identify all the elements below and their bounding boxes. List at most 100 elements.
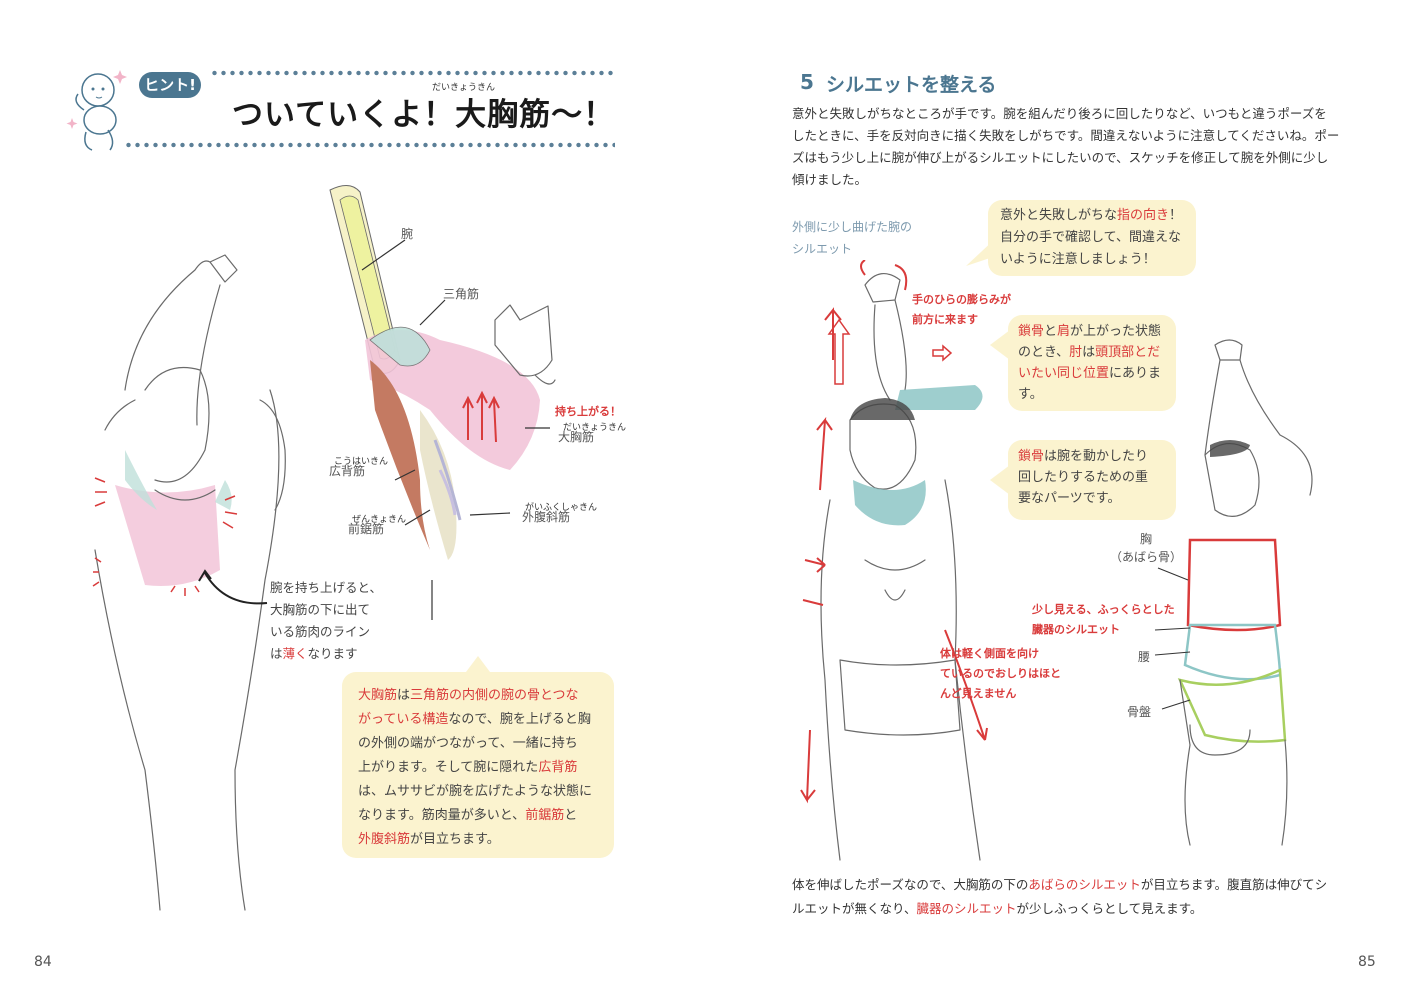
stretching-figure-center (800, 260, 988, 861)
page-number-left: 84 (34, 954, 52, 970)
highlight-text: 肩 (1057, 324, 1071, 339)
footer-text: 体を伸ばしたポーズなので、大胸筋の下のあばらのシルエットが目立ちます。腹直筋は伸… (792, 873, 1352, 921)
ruby-kohaikin: こうはいきん (334, 457, 389, 467)
text-segment: の外側の端がつながって、一緒に持ち (358, 736, 578, 751)
page-number-right: 85 (1358, 954, 1376, 970)
ruby-daikyokin: だいきょうきん (563, 423, 627, 433)
text-line: 意外と失敗しがちな指の向き！ (1000, 205, 1184, 227)
bubble-tail-2 (990, 330, 1010, 360)
text-segment: は (397, 688, 411, 703)
text-segment: にありま (1109, 366, 1162, 381)
caption-pointer-icon (198, 569, 268, 605)
anatomy-diagram (329, 185, 556, 620)
highlight-text: いたい同じ位置 (1018, 366, 1110, 381)
baby-mascot-icon (66, 70, 127, 151)
highlight-text: 鎖骨 (1018, 449, 1045, 464)
section-title: シルエットを整える (826, 74, 997, 96)
text-line: いように注意しましょう！ (1000, 249, 1184, 271)
text-line: 自分の手で確認して、間違えな (1000, 227, 1184, 249)
label-zenkyokin: 前鋸筋 (348, 522, 385, 536)
text-segment: なります。筋肉量が多いと、 (358, 808, 526, 823)
section-number: 5 (800, 70, 814, 94)
title-ruby: だいきょうきん (432, 83, 496, 93)
highlight-text: 外腹斜筋 (358, 832, 411, 847)
text-line: のとき、肘は頭頂部とだ (1018, 342, 1166, 363)
page-title: ついていくよ！大胸筋～！ (232, 97, 616, 133)
text-segment: 要なパーツです。 (1018, 491, 1121, 506)
label-mune: 胸 (1140, 532, 1153, 546)
text-line: なります。筋肉量が多いと、前鋸筋と (358, 804, 598, 828)
text-segment: は (1082, 345, 1096, 360)
highlight-text: 前鋸筋 (525, 808, 565, 823)
title-dots-bottom (124, 142, 615, 148)
text-segment: なので、腕を上げると胸 (448, 712, 591, 727)
text-segment: は腕を動かしたり (1044, 449, 1149, 464)
text-segment: ルエットが無くなり、 (792, 901, 917, 916)
text-segment: と (1044, 324, 1058, 339)
label-sankakukin: 三角筋 (443, 287, 480, 301)
text-segment: が目立ちます。 (410, 832, 500, 847)
text-line: 上がります。そして腕に隠れた広背筋 (358, 756, 598, 780)
text-line: 外腹斜筋が目立ちます。 (358, 828, 598, 852)
ruby-gaifukushakin: がいふくしゃきん (525, 503, 598, 513)
text-line: 鎖骨は腕を動かしたり (1018, 446, 1166, 467)
label-mochiagaru: 持ち上がる！ (555, 405, 621, 418)
arm-silhouette-label: 外側に少し曲げた腕の シルエット (792, 220, 913, 256)
text-line: 鎖骨と肩が上がった状態 (1018, 321, 1166, 342)
bubble-tail-3 (990, 465, 1010, 495)
highlight-text: がっている構造 (358, 712, 449, 727)
bubble-tail-left (463, 656, 493, 676)
caption-text: 腕を持ち上げると、 大胸筋の下に出て いる筋肉のライン は薄くなります (270, 580, 383, 661)
label-gaifukushakin: 外腹斜筋 (522, 510, 571, 524)
text-segment: が少しふっくらとして見えます。 (1016, 901, 1203, 916)
stretching-figure-left (92, 254, 286, 911)
label-abarabone: （あばら骨） (1110, 550, 1183, 564)
text-line: 体を伸ばしたポーズなので、大胸筋の下のあばらのシルエットが目立ちます。腹直筋は伸… (792, 873, 1352, 897)
label-ude: 腕 (401, 227, 414, 241)
title-dots-top (210, 70, 615, 76)
tip-bubble-finger: 意外と失敗しがちな指の向き！ 自分の手で確認して、間違えないように注意しましょう！ (988, 200, 1196, 276)
highlight-text: 鎖骨 (1018, 324, 1045, 339)
highlight-text: 大胸筋 (358, 688, 398, 703)
text-line: 回したりするための重 (1018, 467, 1166, 488)
note-organs: 少し見える、ふっくらとした 臓器のシルエット (1032, 603, 1175, 636)
highlight-text: 指の向き (1117, 208, 1170, 223)
text-segment: 意外と失敗しがちな (1000, 208, 1118, 223)
label-kohaikin: 広背筋 (329, 464, 366, 478)
highlight-text: 頭頂部とだ (1095, 345, 1161, 360)
text-line: の外側の端がつながって、一緒に持ち (358, 732, 598, 756)
text-line: 要なパーツです。 (1018, 488, 1166, 509)
highlight-text: 三角筋の内側の腕の骨とつな (410, 688, 579, 703)
text-segment: 自分の手で確認して、間違えな (1000, 230, 1181, 245)
text-segment: は、ムササビが腕を広げたような状態に (358, 784, 593, 799)
highlight-text: 肘 (1069, 345, 1083, 360)
text-segment: ！ (1169, 208, 1183, 223)
highlight-text: 広背筋 (538, 760, 578, 775)
text-segment: いように注意しましょう！ (1000, 252, 1156, 267)
text-segment: 上がります。そして腕に隠れた (358, 760, 539, 775)
intro-text: 意外と失敗しがちなところが手です。腕を組んだり後ろに回したりなど、いつもと違うポ… (792, 106, 1340, 187)
highlight-text: あばらのシルエット (1028, 877, 1141, 892)
explanation-bubble: 大胸筋は三角筋の内側の腕の骨とつながっている構造なので、腕を上げると胸の外側の端… (342, 672, 614, 858)
text-line: いたい同じ位置にありま (1018, 363, 1166, 384)
text-line: す。 (1018, 384, 1166, 405)
text-segment: が目立ちます。腹直筋は伸びてシ (1140, 877, 1328, 892)
hint-badge: ヒント! (139, 72, 201, 98)
text-segment: 回したりするための重 (1018, 470, 1149, 485)
text-segment: のとき、 (1018, 345, 1070, 360)
stretching-figure-right (1177, 339, 1313, 846)
tip-bubble-clavicle: 鎖骨は腕を動かしたり回したりするための重要なパーツです。 (1008, 440, 1176, 520)
text-segment: と (564, 808, 578, 823)
text-line: ルエットが無くなり、臓器のシルエットが少しふっくらとして見えます。 (792, 897, 1352, 921)
label-koshi: 腰 (1138, 650, 1151, 664)
label-daikyokin: 大胸筋 (558, 430, 595, 444)
text-line: 大胸筋は三角筋の内側の腕の骨とつな (358, 684, 598, 708)
highlight-text: 臓器のシルエット (916, 901, 1017, 916)
text-segment: す。 (1018, 387, 1043, 402)
text-segment: が上がった状態 (1070, 324, 1162, 339)
text-segment: 体を伸ばしたポーズなので、大胸筋の下の (792, 877, 1029, 892)
label-leader-lines (1154, 567, 1191, 710)
tip-bubble-elbow: 鎖骨と肩が上がった状態のとき、肘は頭頂部とだいたい同じ位置にあります。 (1008, 315, 1176, 411)
label-kotsuban: 骨盤 (1127, 705, 1152, 719)
text-line: がっている構造なので、腕を上げると胸 (358, 708, 598, 732)
